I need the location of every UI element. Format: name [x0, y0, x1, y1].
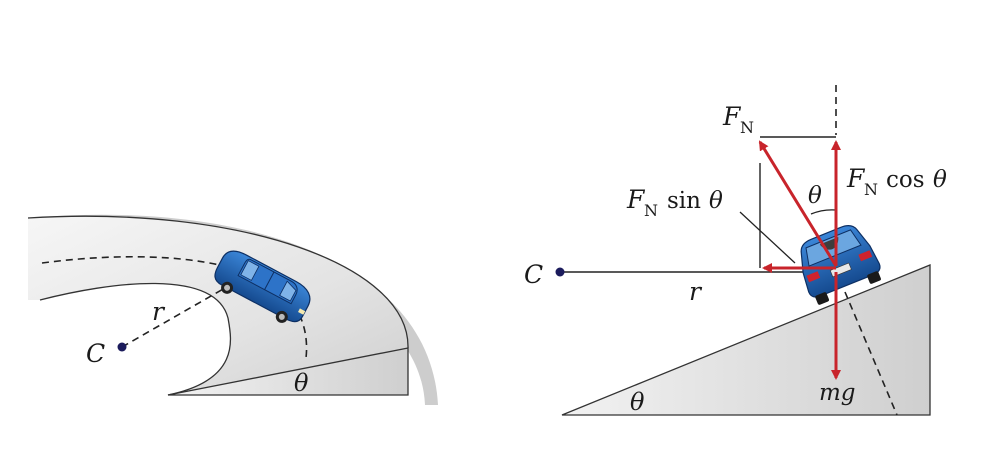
vcomp-label-angle: θ	[933, 167, 947, 193]
left-center-dot	[117, 342, 127, 352]
road-inner-edge	[39, 282, 232, 396]
right-radius-label: r	[689, 277, 703, 306]
force-angle-arc	[810, 209, 837, 215]
right-center-label: C	[524, 260, 543, 289]
left-car-hub-front	[278, 313, 285, 320]
left-car-pillar	[264, 271, 275, 290]
hcomp-label-rest: sin	[667, 188, 701, 214]
right-car-taillight-right	[858, 250, 873, 262]
left-car-windshield	[279, 280, 297, 302]
normal-force-label-sub: N	[740, 118, 754, 137]
vcomp-label-sub: N	[864, 180, 878, 199]
weight-label: mg	[819, 380, 856, 406]
left-radius-line	[121, 287, 226, 348]
vertical-component-label: F N cos θ	[846, 164, 947, 199]
right-ramp	[561, 264, 931, 416]
vcomp-label-main: F	[846, 164, 866, 193]
left-center-label: C	[86, 339, 105, 368]
vcomp-label-rest: cos	[886, 167, 925, 193]
leader-line	[739, 211, 796, 264]
left-car-headlight	[298, 308, 306, 315]
left-angle-label: θ	[294, 369, 309, 397]
normal-force-label: F N	[722, 102, 754, 137]
force-arrows	[758, 140, 841, 380]
left-banked-road	[27, 214, 438, 405]
left-car	[214, 250, 311, 323]
horizontal-component-label: F N sin θ	[626, 185, 723, 220]
road-surface	[28, 216, 409, 395]
hcomp-label-angle: θ	[709, 188, 723, 214]
road-outer-edge	[27, 215, 409, 349]
normal-force-arrow	[758, 140, 838, 267]
right-incline-angle-label: θ	[630, 388, 645, 416]
right-center-dot	[555, 267, 565, 277]
force-angle-label: θ	[808, 183, 822, 209]
left-car-rear-window	[240, 260, 260, 281]
left-ramp	[167, 347, 409, 396]
hcomp-label-main: F	[626, 185, 646, 214]
right-car-taillight-left	[806, 271, 821, 283]
right-car-tire-right	[867, 271, 881, 284]
incline-normal-dashed	[844, 291, 898, 416]
left-car-hub-rear	[224, 284, 231, 291]
left-radius-label: r	[152, 297, 166, 326]
hcomp-label-sub: N	[644, 201, 658, 220]
normal-force-label-main: F	[722, 102, 742, 131]
right-car-tire-left	[815, 292, 829, 305]
